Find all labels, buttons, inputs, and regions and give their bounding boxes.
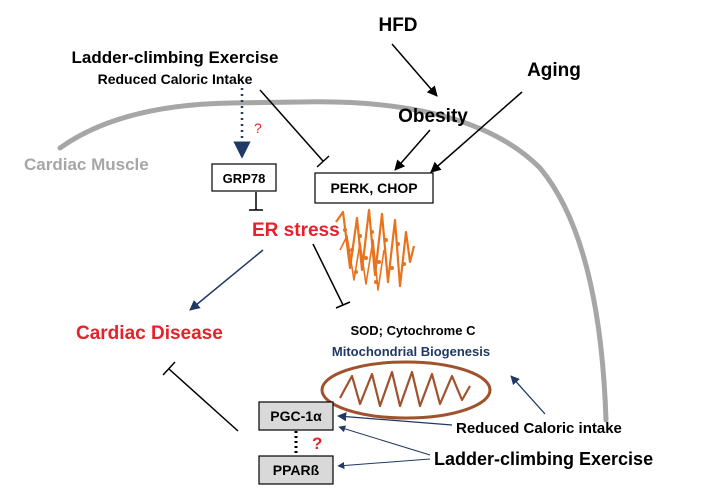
arrow-caloric-to-mito (510, 375, 546, 415)
arrow-aging-to-perk (430, 91, 523, 173)
arrow-exercise-to-pparb (337, 458, 431, 470)
caloric-top-label: Reduced Caloric Intake (98, 71, 253, 87)
er-stress-label: ER stress (252, 220, 340, 241)
arrow-hfd-to-obesity (391, 43, 438, 97)
pparb-box (258, 455, 334, 485)
inhibit-pgc-to-disease (168, 368, 239, 432)
pparb-label: PPARß (273, 462, 320, 478)
obesity-label: Obesity (398, 106, 468, 127)
inhibit-er-to-sod-bar (335, 301, 351, 309)
arrow-caloric-to-pgc1a (337, 412, 453, 426)
caloric-bottom-label: Reduced Caloric intake (456, 420, 622, 437)
perk-chop-box (314, 172, 434, 204)
arrow-obesity-to-perk (394, 129, 431, 171)
mito-biogenesis-label: Mitochondrial Biogenesis (332, 344, 490, 359)
cardiac-disease-label: Cardiac Disease (76, 323, 223, 344)
grp78-label: GRP78 (223, 171, 266, 186)
question-mark-top: ? (254, 120, 262, 136)
perk-chop-label: PERK, CHOP (330, 180, 417, 196)
endoplasmic-reticulum-icon (335, 208, 416, 291)
sod-label: SOD; Cytochrome C (351, 323, 477, 338)
cardiac-muscle-membrane (57, 99, 609, 423)
question-mark-bottom: ? (312, 434, 322, 453)
arrow-exercise-to-pgc1a (338, 425, 431, 456)
inhibit-exercise-to-perk-bar (316, 155, 330, 168)
aging-label: Aging (527, 60, 581, 81)
exercise-top-label: Ladder-climbing Exercise (72, 48, 279, 67)
arrow-er-to-disease (189, 249, 264, 311)
pgc1a-box (258, 401, 334, 431)
exercise-bottom-label: Ladder-climbing Exercise (434, 449, 653, 469)
hfd-label: HFD (378, 15, 417, 36)
pgc1a-label: PGC-1α (270, 408, 322, 424)
grp78-box (211, 163, 277, 192)
inhibit-exercise-to-perk (259, 89, 324, 162)
mitochondrion-icon (320, 360, 492, 420)
inhibit-er-to-sod (312, 243, 344, 306)
cardiac-muscle-label: Cardiac Muscle (24, 155, 149, 174)
inhibit-pgc-to-disease-bar (162, 361, 176, 376)
